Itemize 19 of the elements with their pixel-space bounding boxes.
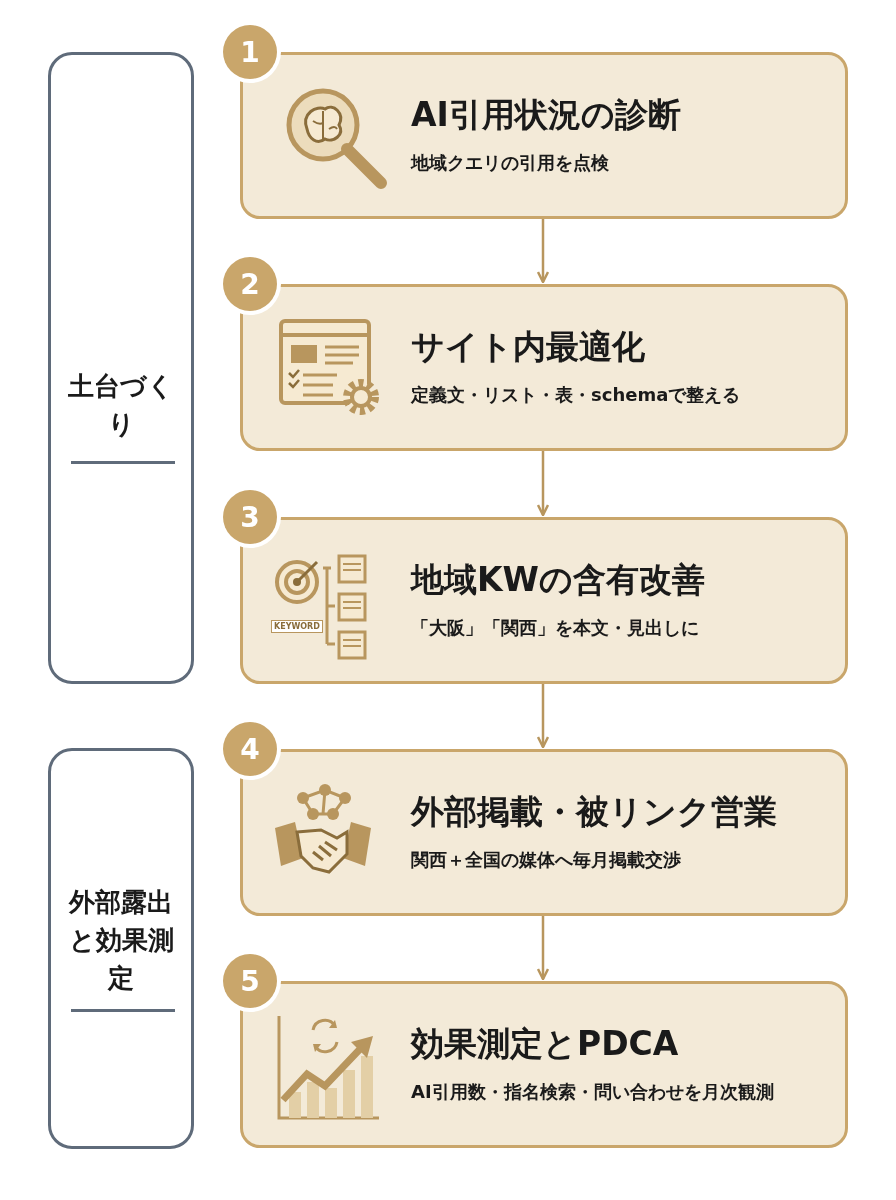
group-label: 土台づくり bbox=[67, 370, 175, 441]
step-title: 効果測定とPDCA bbox=[411, 1023, 679, 1065]
group-box bbox=[48, 52, 194, 684]
step-title: AI引用状況の診断 bbox=[411, 94, 681, 136]
arrow bbox=[536, 916, 550, 981]
group-box bbox=[48, 748, 194, 1149]
step-title: サイト内最適化 bbox=[411, 326, 645, 368]
arrow bbox=[536, 684, 550, 749]
arrow bbox=[536, 219, 550, 284]
keyword-tag: KEYWORD bbox=[271, 620, 323, 633]
step-description: 定義文・リスト・表・schemaで整える bbox=[411, 383, 741, 407]
step-description: 地域クエリの引用を点検 bbox=[411, 151, 609, 175]
step-description: 関西＋全国の媒体へ毎月掲載交渉 bbox=[411, 848, 681, 872]
arrow bbox=[536, 451, 550, 517]
step-description: AI引用数・指名検索・問い合わせを月次観測 bbox=[411, 1080, 774, 1104]
step-title: 地域KWの含有改善 bbox=[411, 559, 705, 601]
step-title: 外部掲載・被リンク営業 bbox=[411, 791, 777, 833]
group-label: 外部露出と効果測定 bbox=[67, 886, 175, 995]
step-description: 「大阪」「関西」を本文・見出しに bbox=[411, 616, 699, 640]
